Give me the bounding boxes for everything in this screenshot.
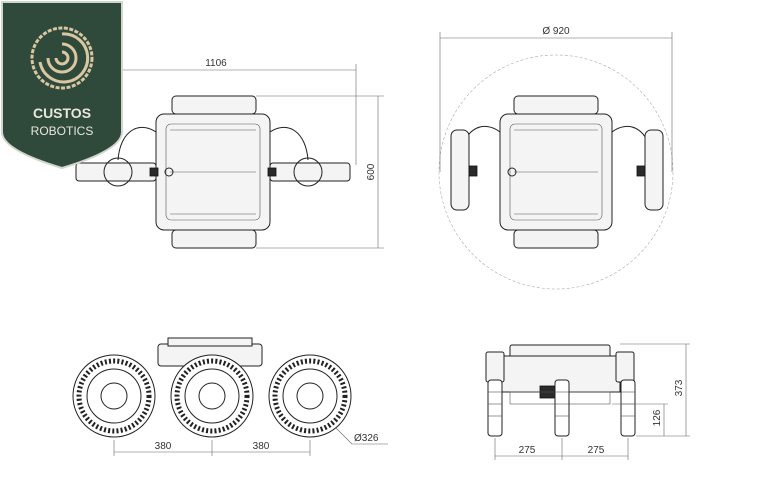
dim-track-right: 275 [588, 445, 605, 456]
logo-line2: ROBOTICS [31, 124, 94, 138]
dim-track-left: 275 [519, 445, 536, 456]
dim-top-width: 1106 [205, 58, 227, 69]
dim-top-depth: 600 [366, 163, 377, 180]
logo-line1: CUSTOS [33, 105, 91, 121]
dim-wheel-spacing-right: 380 [253, 441, 270, 452]
dim-wheel-spacing-left: 380 [155, 441, 172, 452]
top-view-folded: Ø 920 [438, 26, 674, 290]
dim-overall-height: 373 [674, 379, 685, 396]
custos-robotics-logo: CUSTOS ROBOTICS [1, 1, 123, 170]
dim-wheel-diameter: Ø326 [354, 433, 379, 444]
spiral-icon [30, 26, 94, 90]
side-view: 380 380 Ø326 [72, 337, 388, 456]
front-view: 275 275 373 126 [485, 343, 690, 460]
top-view-extended: 1106 600 [75, 58, 384, 249]
dim-turning-diameter: Ø 920 [542, 26, 570, 37]
dim-ground-clearance: 126 [652, 409, 663, 426]
